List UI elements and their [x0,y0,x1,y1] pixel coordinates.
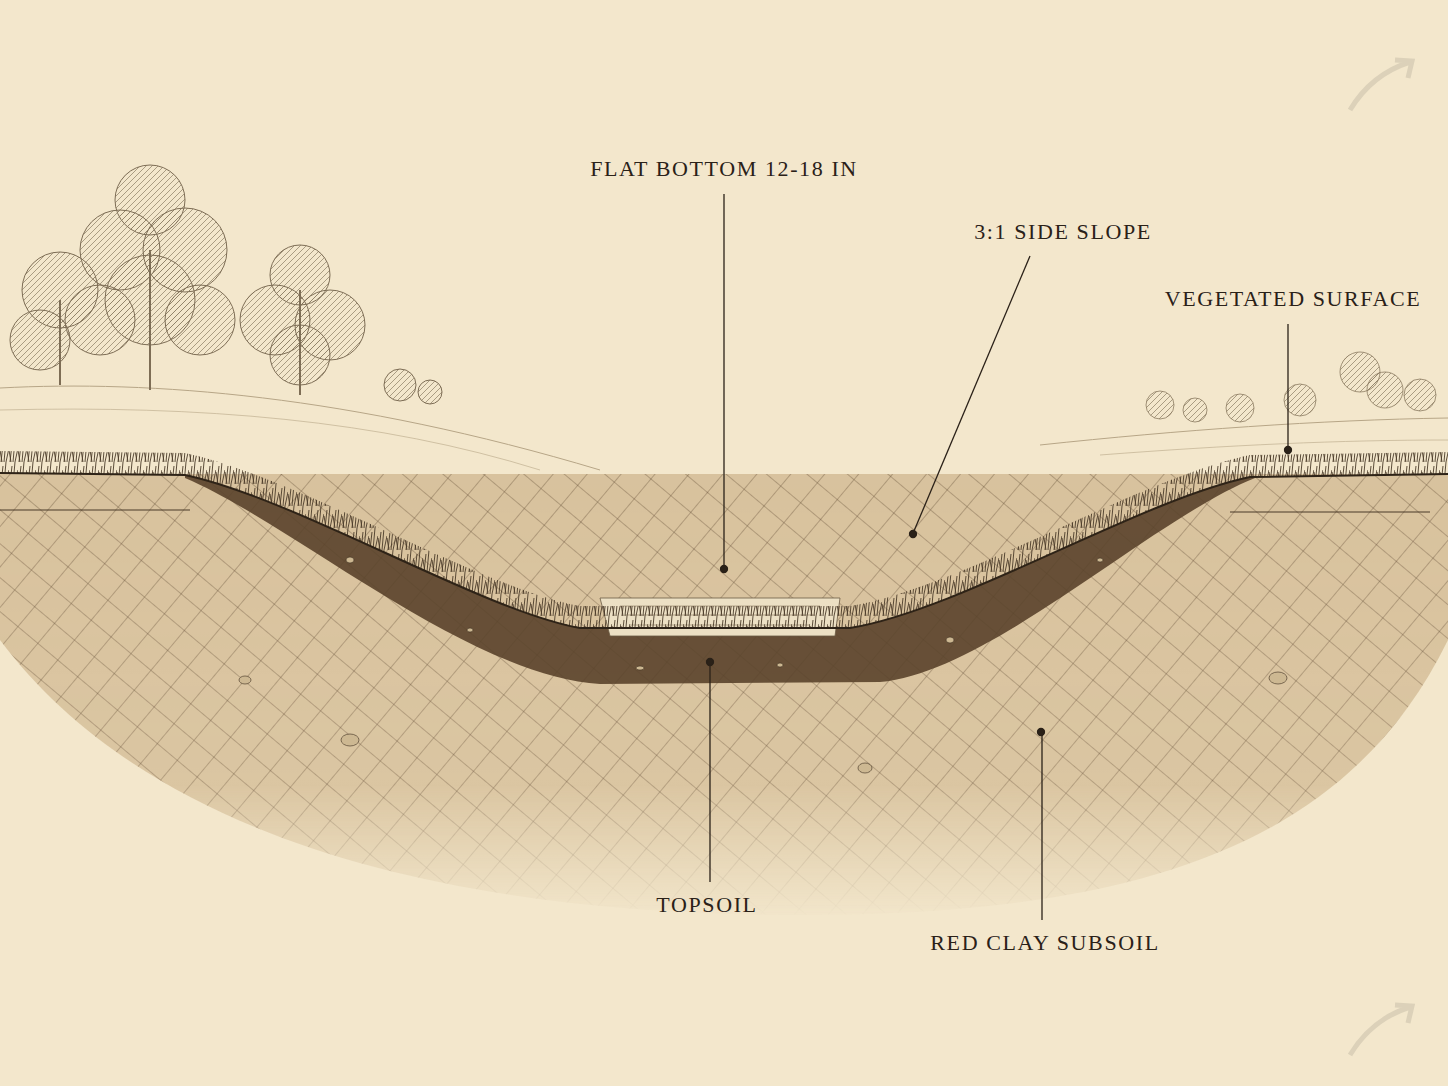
slope-label: 3:1 SIDE SLOPE [974,220,1152,244]
layer-label: TOPSOIL [656,893,757,917]
pebbles [239,557,1287,773]
layer-label: RED CLAY SUBSOIL [930,931,1159,955]
ground-strata [0,510,1430,512]
tree-group [10,165,442,404]
tree-group [1146,352,1436,422]
watermark-mark [1350,60,1412,1055]
surface-label: VEGETATED SURFACE [1165,287,1422,311]
topsoil-layer [185,475,1255,684]
dimension-label: FLAT BOTTOM 12-18 IN [590,157,858,181]
